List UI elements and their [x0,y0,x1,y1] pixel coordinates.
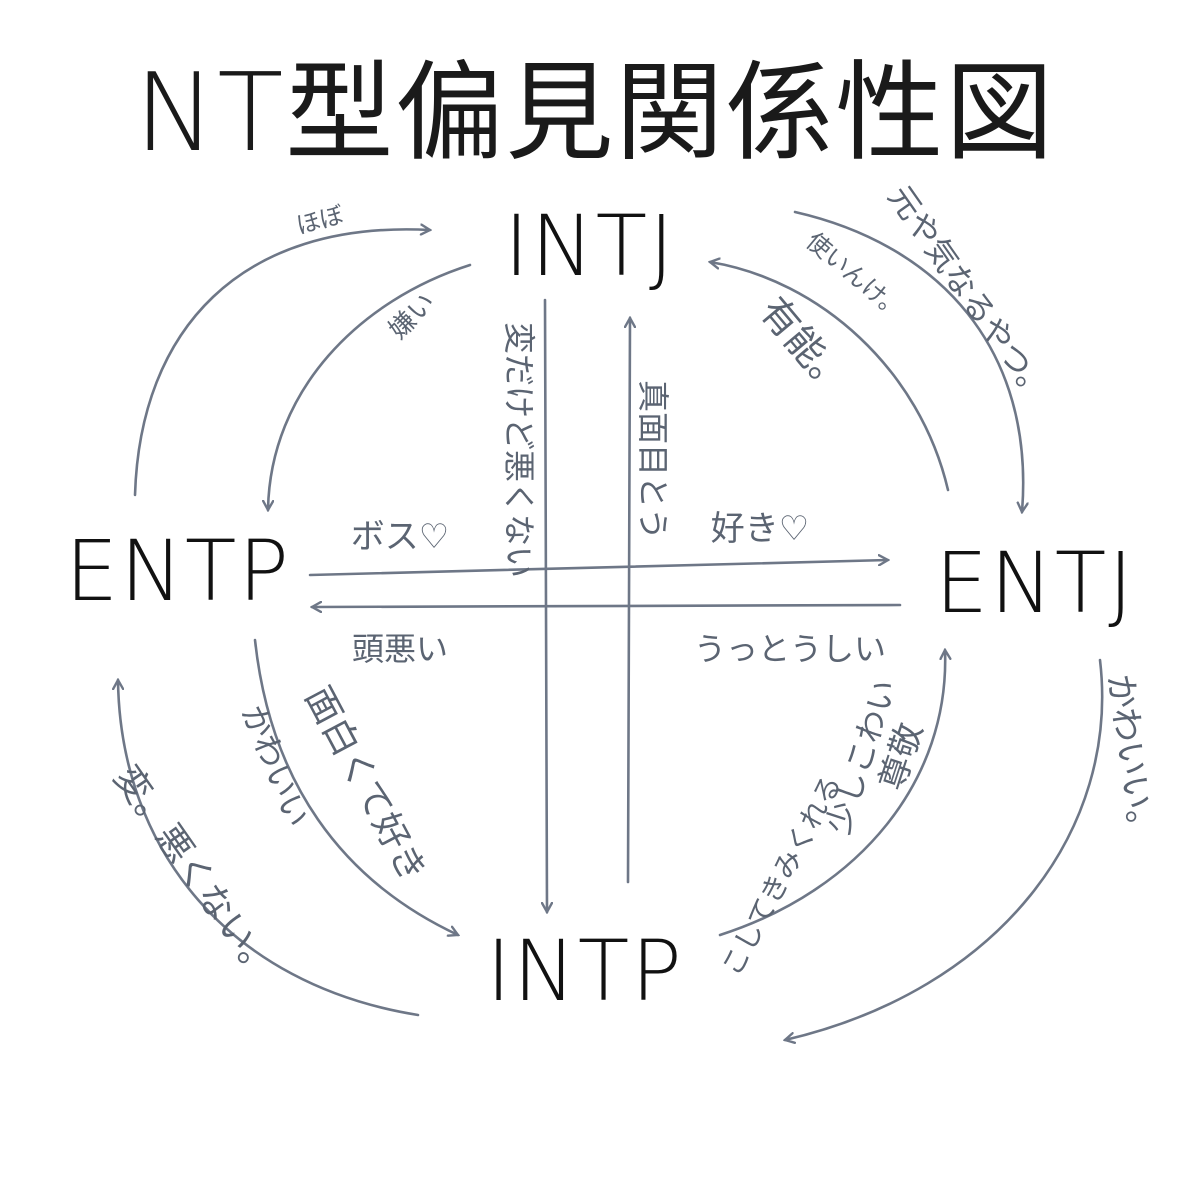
arrow-intp-to-intj [628,318,630,884]
label-intj-to-entp: 嫌い [383,287,441,345]
arrow-entj-to-intj [710,262,950,492]
label-entp-to-intp-a: 面白くて好き [297,680,434,889]
node-entj: ENTJ [935,534,1135,632]
arrow-entj-to-entp [312,605,902,607]
label-entp-to-intp-b: かわいい [234,699,317,832]
arrow-entp-to-intj [133,229,430,497]
label-intj-to-entj-a: 元や気なるやつ。 [880,178,1057,408]
node-entp: ENTP [65,522,291,620]
arrow-entp-to-intp [253,638,458,935]
label-entj-to-intj: 有能。 [751,289,858,405]
label-entj-to-intp: かわいい。 [1099,672,1162,846]
label-intj-to-entj-b: 使いんけ。 [801,227,910,325]
label-entj-to-entp: 頭悪い [352,630,448,668]
arrow-entp-to-entj [308,560,888,577]
node-intj: INTJ [504,197,676,295]
label-intp-to-entj-c: こしてきみくれる [715,770,849,982]
label-intj-to-intp: 変だけど悪くない [500,322,538,578]
arrow-entj-to-intp [785,658,1104,1040]
label-intp-to-intj: 真面目とう [634,380,672,540]
arrow-intj-to-entj [793,210,1023,512]
arrow-intp-to-entp [118,680,420,1017]
node-intp: INTP [486,922,684,1020]
label-intp-to-entp: 変。悪くない。 [105,758,283,988]
label-entp-to-entj: ボス♡ [351,517,449,557]
arrow-intj-to-entp [268,263,472,510]
label-entj-to-intj-mid: うっとうしい [694,630,886,668]
arrow-intp-to-entj [718,650,945,937]
page-title: NT型偏見関係性図 [135,51,1056,176]
label-intj-to-entj-mid: 好き♡ [711,509,809,549]
